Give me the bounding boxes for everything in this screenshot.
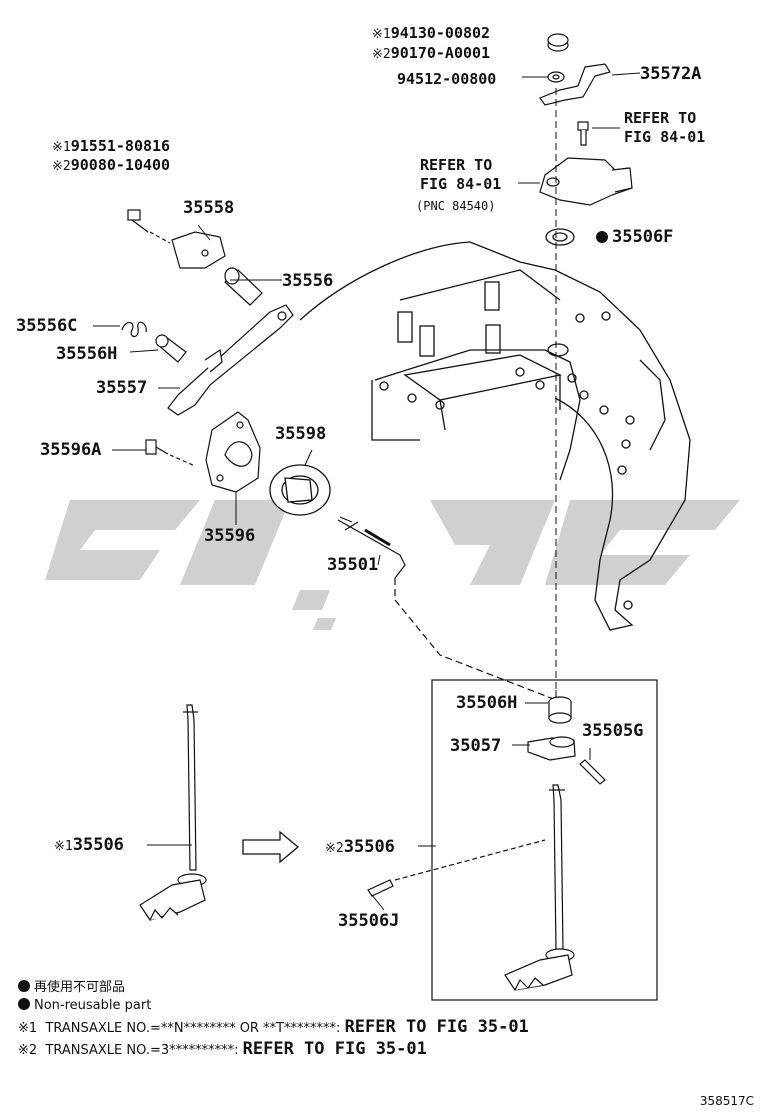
label-35596[interactable]: 35596	[204, 526, 256, 546]
label-bolt-2[interactable]: ※290080-10400	[52, 156, 171, 174]
label-shaft-2[interactable]: ※235506	[325, 837, 395, 857]
label-35558[interactable]: 35558	[183, 198, 235, 218]
arrow-right	[242, 830, 300, 864]
lever-35557	[167, 304, 294, 416]
bushing-35506H	[548, 696, 572, 724]
figure-id: 358517C	[699, 1094, 754, 1108]
detail-box	[431, 679, 658, 1001]
label-35501[interactable]: 35501	[327, 555, 379, 575]
label-35598[interactable]: 35598	[275, 424, 327, 444]
pin-35505G	[579, 759, 606, 785]
label-35057[interactable]: 35057	[450, 736, 502, 756]
label-35506H[interactable]: 35506H	[456, 693, 518, 713]
legend-line-1: 再使用不可部品	[18, 976, 125, 995]
note-1-ref[interactable]: REFER TO FIG 35-01	[344, 1017, 529, 1037]
rod-35501	[337, 516, 557, 701]
plate-35558	[171, 231, 226, 269]
label-refer-1[interactable]: REFER TO	[624, 109, 697, 127]
bracket-35572A	[539, 63, 611, 106]
label-fig-1[interactable]: FIG 84-01	[624, 128, 706, 146]
washer-94512	[547, 71, 565, 83]
label-35557[interactable]: 35557	[96, 378, 148, 398]
shaft-35506-left	[139, 704, 207, 921]
legend-line-2: Non-reusable part	[18, 998, 151, 1013]
label-nut-2[interactable]: ※290170-A0001	[372, 44, 491, 62]
pin-35506J	[367, 839, 546, 897]
detent-35598	[269, 464, 331, 516]
label-pnc: (PNC 84540)	[416, 199, 496, 213]
label-washer[interactable]: 94512-00800	[397, 70, 497, 88]
neutral-start-switch	[539, 157, 633, 206]
spring-35556C	[121, 321, 147, 338]
note-2-ref[interactable]: REFER TO FIG 35-01	[242, 1039, 427, 1059]
collar-35057	[527, 736, 576, 761]
label-35556H[interactable]: 35556H	[56, 344, 118, 364]
label-35505G[interactable]: 35505G	[582, 721, 644, 741]
transaxle-housing	[299, 241, 691, 631]
legend-note-1: ※1 TRANSAXLE NO.=**N******** OR **T*****…	[18, 1017, 529, 1037]
label-35506F[interactable]: 35506F	[596, 228, 673, 246]
label-35556C[interactable]: 35556C	[16, 316, 78, 336]
shaft-35506-right	[504, 784, 575, 991]
pin-35556	[224, 267, 263, 306]
label-35556[interactable]: 35556	[282, 271, 334, 291]
bolt-91551	[127, 209, 171, 244]
watermark	[45, 500, 740, 630]
bolt-35596A	[145, 439, 196, 467]
label-35572A[interactable]: 35572A	[640, 64, 702, 84]
label-fig-2[interactable]: FIG 84-01	[420, 175, 502, 193]
legend-dot-2	[18, 998, 30, 1010]
non-reusable-dot	[596, 231, 608, 243]
label-35506J[interactable]: 35506J	[338, 911, 400, 931]
label-35596A[interactable]: 35596A	[40, 440, 102, 460]
bolt-refer-84-01	[577, 121, 589, 146]
label-bolt-1[interactable]: ※191551-80816	[52, 137, 171, 155]
oil-seal-35506F	[545, 228, 575, 246]
label-shaft-1[interactable]: ※135506	[54, 835, 124, 855]
leader-lines	[93, 72, 641, 911]
nut-94130	[547, 33, 569, 52]
label-nut-1[interactable]: ※194130-00802	[372, 24, 491, 42]
legend-dot-1	[18, 980, 30, 992]
legend-note-2: ※2 TRANSAXLE NO.=3**********: REFER TO F…	[18, 1039, 427, 1059]
pin-35556H	[155, 334, 187, 363]
plate-35596	[205, 411, 261, 493]
label-refer-2[interactable]: REFER TO	[420, 156, 493, 174]
